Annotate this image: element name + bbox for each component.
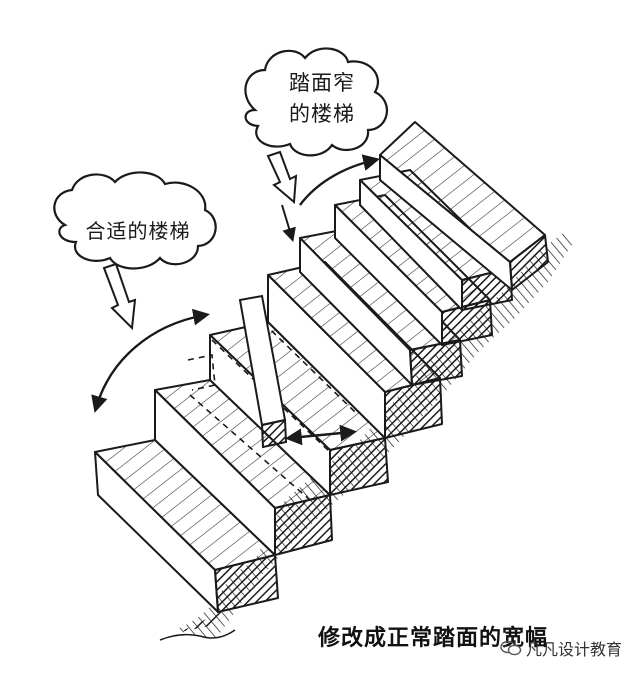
hollow-arrow-narrow [266, 150, 298, 205]
wechat-logo-icon [500, 640, 522, 656]
watermark: 凡凡设计教育 [500, 636, 622, 660]
curved-double-arrow-proper [91, 308, 210, 413]
hollow-arrow-proper [102, 262, 137, 331]
proper-stair-label: 合适的楼梯 [85, 219, 191, 243]
thought-cloud-proper [53, 171, 217, 270]
narrow-stair-label: 踏面窄 的楼梯 [268, 68, 376, 130]
narrow-stair-label-line2: 的楼梯 [289, 102, 355, 126]
curved-double-arrow-narrow [299, 154, 380, 206]
width-double-arrow [284, 424, 358, 446]
thought-cloud-narrow [244, 47, 388, 157]
watermark-text: 凡凡设计教育 [526, 640, 623, 659]
arrows [91, 150, 380, 446]
caption: 修改成正常踏面的宽幅 [318, 626, 549, 651]
narrow-stair-label-line1: 踏面窄 [289, 71, 355, 95]
